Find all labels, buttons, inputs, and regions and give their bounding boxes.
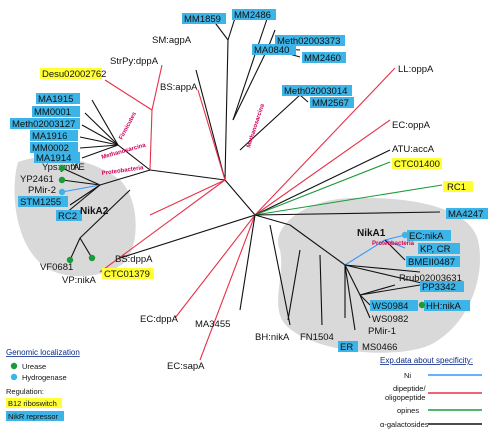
- label-mm0001: MM0001: [34, 107, 71, 118]
- label-atu-acca: ATU:accA: [392, 144, 435, 155]
- label-vp-nika: VP:nikA: [62, 275, 96, 286]
- legend-urease: Urease: [22, 362, 46, 371]
- legend-specificity-title: Exp.data about specificity:: [380, 356, 473, 365]
- label-meth02003014: Meth02003014: [284, 86, 347, 97]
- label-meth02003373: Meth02003373: [277, 36, 340, 47]
- group-label-methanosarcina-center: Methanosarcina: [246, 103, 266, 149]
- label-ms0466: MS0466: [362, 342, 397, 353]
- legend-nikr: NikR repressor: [8, 412, 59, 421]
- genomic-markers: [58, 164, 426, 309]
- legend-ni: Ni: [404, 371, 411, 380]
- legend-dipeptide: dipeptide/: [393, 384, 426, 393]
- label-ma4247: MA4247: [448, 209, 483, 220]
- group-label-proteobacteria-left: Proteobacteria: [101, 165, 144, 177]
- label-ma1915: MA1915: [38, 94, 73, 105]
- legend-b12: B12 riboswitch: [8, 399, 57, 408]
- group-label-firmicutes: Firmicutes: [118, 111, 138, 141]
- label-er: ER: [340, 342, 353, 353]
- label-bmeii0487: BMEII0487: [408, 257, 455, 268]
- label-ec-dppa: EC:dppA: [140, 314, 179, 325]
- label-ec-nika: EC:nikA: [409, 231, 444, 242]
- label-ec-oppa: EC:oppA: [392, 120, 431, 131]
- label-ye: YE: [72, 162, 85, 173]
- label-ma1914: MA1914: [36, 153, 71, 164]
- b12-labels: Desu02002762 CTC01400 RC1 CTC01379: [40, 68, 473, 280]
- legend-regulation-title: Regulation:: [6, 387, 44, 396]
- label-ma1916: MA1916: [32, 131, 67, 142]
- label-ctc01379: CTC01379: [104, 269, 150, 280]
- label-rc2: RC2: [58, 211, 77, 222]
- legend-hydrogenase: Hydrogenase: [22, 373, 67, 382]
- legend-galactosides: α-galactosides: [380, 420, 429, 429]
- label-strpy-dppa: StrPy:dppA: [110, 56, 159, 67]
- label-pp3342: PP3342: [422, 282, 456, 293]
- nikr-labels: MM1859 MM2486 Meth02003373 MA0840 MM2460…: [10, 9, 488, 353]
- label-mm2460: MM2460: [304, 53, 341, 64]
- legend-opines: opines: [397, 406, 419, 415]
- legend-genomic-title: Genomic localization: [6, 348, 80, 357]
- label-mm2567: MM2567: [312, 98, 349, 109]
- label-kp-cr: KP, CR: [420, 244, 451, 255]
- label-ll-oppa: LL:oppA: [398, 64, 434, 75]
- legend-oligopeptide: oligopeptide: [385, 393, 425, 402]
- label-ws0982: WS0982: [372, 314, 408, 325]
- label-rrub02003631: Rrub02003631: [399, 273, 462, 284]
- group-label-proteobacteria-right: Proteobacteria: [372, 241, 415, 247]
- label-nika1: NikA1: [357, 228, 386, 239]
- label-hh-nika: HH:nikA: [426, 301, 462, 312]
- label-ec-sapa: EC:sapA: [167, 361, 205, 372]
- label-bs-appa: BS:appA: [160, 82, 198, 93]
- label-fn1504: FN1504: [300, 332, 334, 343]
- label-bh-nika: BH:nikA: [255, 332, 290, 343]
- label-mm1859: MM1859: [184, 14, 221, 25]
- label-meth02003127: Meth02003127: [12, 119, 75, 130]
- label-pmir2: PMir-2: [28, 185, 56, 196]
- label-pmir1: PMir-1: [368, 326, 396, 337]
- label-bs-dppa: BS:dppA: [115, 254, 153, 265]
- legend-specificity: Exp.data about specificity: Ni dipeptide…: [380, 356, 482, 429]
- label-vf0681: VF0681: [40, 262, 73, 273]
- label-ma0840: MA0840: [254, 45, 289, 56]
- label-yp2461: YP2461: [20, 174, 54, 185]
- label-ws0984: WS0984: [372, 301, 408, 312]
- group-label-methanosarcina-left: Methanosarcina: [101, 142, 147, 161]
- label-rc1: RC1: [447, 182, 466, 193]
- label-ctc01400: CTC01400: [394, 159, 440, 170]
- label-mm2486: MM2486: [234, 10, 271, 21]
- label-ma3455: MA3455: [195, 319, 230, 330]
- label-nika2: NikA2: [80, 206, 109, 217]
- label-desu02002762: Desu02002762: [42, 69, 106, 80]
- label-sm-agpa: SM:agpA: [152, 35, 192, 46]
- label-stm1255: STM1255: [20, 197, 61, 208]
- label-mm0002: MM0002: [32, 143, 69, 154]
- tree-branches: [59, 9, 443, 361]
- legend-genomic: Genomic localization Urease Hydrogenase …: [6, 348, 80, 421]
